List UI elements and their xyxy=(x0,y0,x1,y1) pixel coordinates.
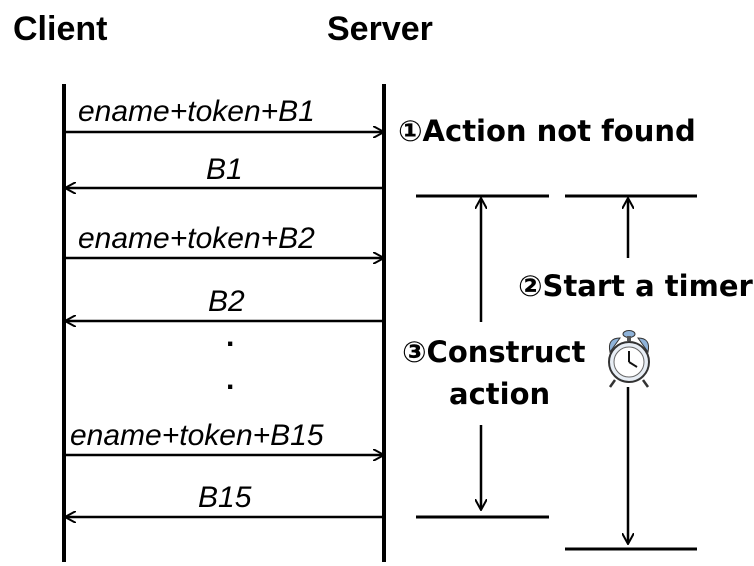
server-header: Server xyxy=(327,10,433,48)
response-label-15: B15 xyxy=(198,481,252,514)
request-label-15: ename+token+B15 xyxy=(70,419,324,452)
ellipsis-dot-1: . xyxy=(226,320,235,353)
request-label-1: ename+token+B1 xyxy=(78,95,315,128)
response-label-1: B1 xyxy=(206,153,243,186)
client-header: Client xyxy=(13,10,108,48)
ellipsis-dot-2: . xyxy=(226,363,235,396)
alarm-clock-icon xyxy=(608,330,650,388)
step2-annotation: ②Start a timer xyxy=(518,269,753,303)
response-label-2: B2 xyxy=(208,285,245,318)
step3-annotation-line1: ③Construct xyxy=(402,335,586,369)
step3-annotation-line2: action xyxy=(449,377,551,411)
request-label-2: ename+token+B2 xyxy=(78,222,315,255)
step1-annotation: ①Action not found xyxy=(398,114,696,148)
